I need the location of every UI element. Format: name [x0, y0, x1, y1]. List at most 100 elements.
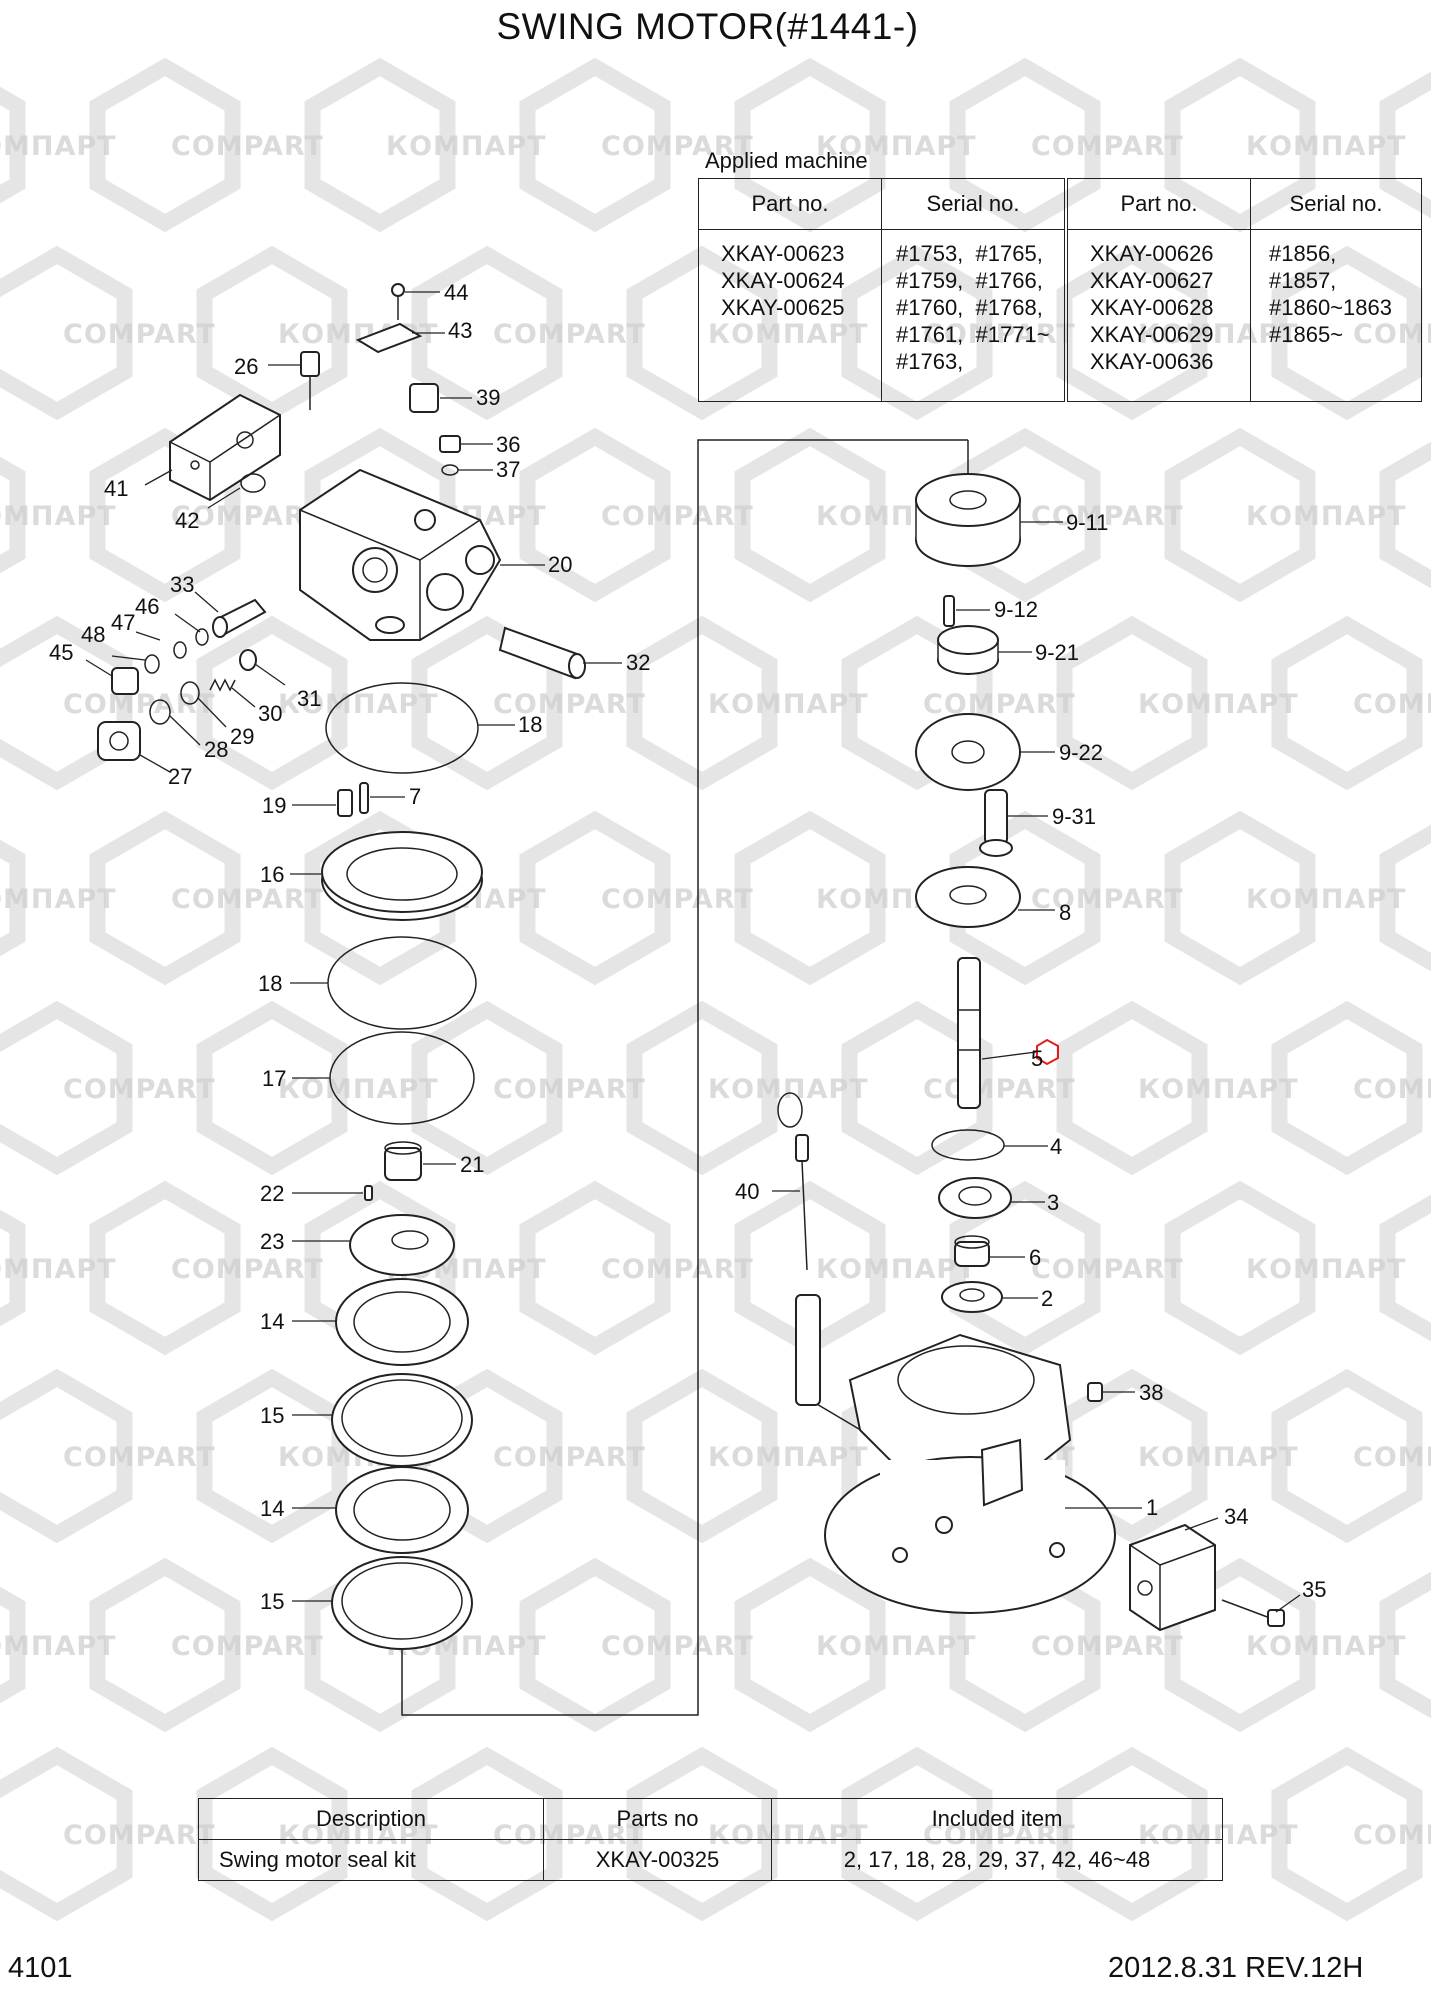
watermark-hexagon	[1271, 245, 1423, 421]
watermark-hexagon	[1056, 615, 1208, 791]
watermark-text: COMPART	[493, 319, 646, 350]
watermark-text: COMPART	[1353, 1074, 1431, 1105]
callout-labels: 44 43 26 39 36 37 41 42 20 33 46 47 48 4…	[49, 280, 1326, 1614]
watermark-text: COMPART	[171, 884, 324, 915]
watermark-text: КОМПАРТ	[1246, 1254, 1407, 1285]
watermark-text: КОМПАРТ	[708, 1074, 869, 1105]
watermark-hexagon	[626, 1368, 778, 1544]
part-no: XKAY-00623	[721, 241, 845, 266]
watermark-hexagon	[519, 1557, 671, 1733]
watermark-hexagon	[734, 427, 886, 603]
watermark-hexagon	[196, 1746, 348, 1922]
watermark-hexagon	[1379, 824, 1431, 972]
callout-label: 5	[1031, 1046, 1043, 1071]
watermark-hexagon	[1271, 1368, 1423, 1544]
callout-label: 2	[1041, 1286, 1053, 1311]
watermark-hexagon	[1271, 615, 1423, 791]
callout-label: 29	[230, 724, 254, 749]
callout-label: 31	[297, 686, 321, 711]
callout-label: 1	[1146, 1495, 1158, 1520]
watermark-hexagon	[0, 839, 26, 957]
callout-label: 9-12	[994, 597, 1038, 622]
watermark-hexagon	[0, 1368, 133, 1544]
callout-label: 44	[444, 280, 468, 305]
watermark-text: КОМПАРТ	[278, 1074, 439, 1105]
leader-lines	[85, 291, 1301, 1613]
callout-label: 16	[260, 862, 284, 887]
watermark-text: COMPART	[171, 131, 324, 162]
column-header: Part no.	[1066, 178, 1251, 230]
callout-label: 38	[1139, 1380, 1163, 1405]
callout-label: 22	[260, 1181, 284, 1206]
table-row: Swing motor seal kit XKAY-00325 2, 17, 1…	[198, 1839, 1223, 1881]
watermark-text: COMPART	[63, 1820, 216, 1851]
column-header: Parts no	[543, 1798, 772, 1840]
watermark-text: КОМПАРТ	[708, 1442, 869, 1473]
callout-label: 46	[135, 594, 159, 619]
applied-machine-table: Part no. Serial no. Part no. Serial no. …	[698, 178, 1422, 402]
watermark-text: КОМПАРТ	[1138, 689, 1299, 720]
watermark-hexagon	[304, 57, 456, 233]
watermark-hexagon	[734, 1557, 886, 1733]
watermark-hexagon	[1379, 1571, 1431, 1719]
callout-label: 18	[518, 712, 542, 737]
watermark-text: COMPART	[1031, 1254, 1184, 1285]
watermark-hexagon	[0, 1746, 133, 1922]
watermark-text: COMPART	[1353, 689, 1431, 720]
callout-label: 9-31	[1052, 804, 1096, 829]
callout-label: 48	[81, 622, 105, 647]
watermark-text: COMPART	[601, 501, 754, 532]
watermark-text: COMPART	[1031, 884, 1184, 915]
table-header-row: Description Parts no Included item	[198, 1798, 1223, 1840]
watermark-hexagon	[734, 810, 886, 986]
watermark-hexagon	[1164, 810, 1316, 986]
callout-label: 18	[258, 971, 282, 996]
watermark-hexagon	[411, 1746, 563, 1922]
callout-label: 32	[626, 650, 650, 675]
callout-label: 7	[409, 784, 421, 809]
watermark-text: КОМПАРТ	[1138, 1442, 1299, 1473]
watermark-hexagon	[1056, 1746, 1208, 1922]
serial-no: #1856,	[1269, 241, 1337, 266]
watermark-hexagon	[1164, 427, 1316, 603]
watermark-text: КОМПАРТ	[1246, 1631, 1407, 1662]
column-header: Description	[198, 1798, 544, 1840]
watermark-text: COMPART	[601, 884, 754, 915]
watermark-text: КОМПАРТ	[386, 131, 547, 162]
watermark-text: КОМПАРТ	[708, 689, 869, 720]
watermark-text: COMPART	[63, 319, 216, 350]
watermark-text: COMPART	[923, 1074, 1076, 1105]
watermark-hexagon	[841, 1746, 993, 1922]
column-header: Included item	[771, 1798, 1223, 1840]
serial-no: #1763,	[896, 349, 964, 374]
part-no: XKAY-00628	[1090, 295, 1214, 320]
callout-label: 39	[476, 385, 500, 410]
watermark-hexagon	[0, 1586, 26, 1704]
applied-machine-caption: Applied machine	[705, 148, 868, 173]
watermark-hexagon	[0, 1209, 26, 1327]
callout-label: 45	[49, 640, 73, 665]
watermark-text: КОМПАРТ	[278, 689, 439, 720]
watermark-text: COMPART	[1031, 501, 1184, 532]
callout-label: 19	[262, 793, 286, 818]
column-header: Serial no.	[1250, 178, 1422, 230]
watermark-text: COMPART	[923, 689, 1076, 720]
watermark-hexagon	[89, 810, 241, 986]
seal-kit-part-no: XKAY-00325	[543, 1839, 772, 1881]
callout-label: 8	[1059, 900, 1071, 925]
watermark-hexagon	[1271, 1000, 1423, 1176]
callout-label: 40	[735, 1179, 759, 1204]
callout-label: 36	[496, 432, 520, 457]
watermark-text: COMPART	[601, 131, 754, 162]
column-header: Serial no.	[881, 178, 1068, 230]
watermark-hexagon	[0, 456, 26, 574]
watermark-hexagon	[196, 615, 348, 791]
callout-label: 33	[170, 572, 194, 597]
part-no: XKAY-00629	[1090, 322, 1214, 347]
part-no: XKAY-00636	[1090, 349, 1214, 374]
valve-block-group	[97, 283, 586, 761]
serial-list-cell: #1856, #1857, #1860~1863 #1865~	[1251, 230, 1422, 402]
callout-label: 41	[104, 476, 128, 501]
part-no: XKAY-00627	[1090, 268, 1214, 293]
